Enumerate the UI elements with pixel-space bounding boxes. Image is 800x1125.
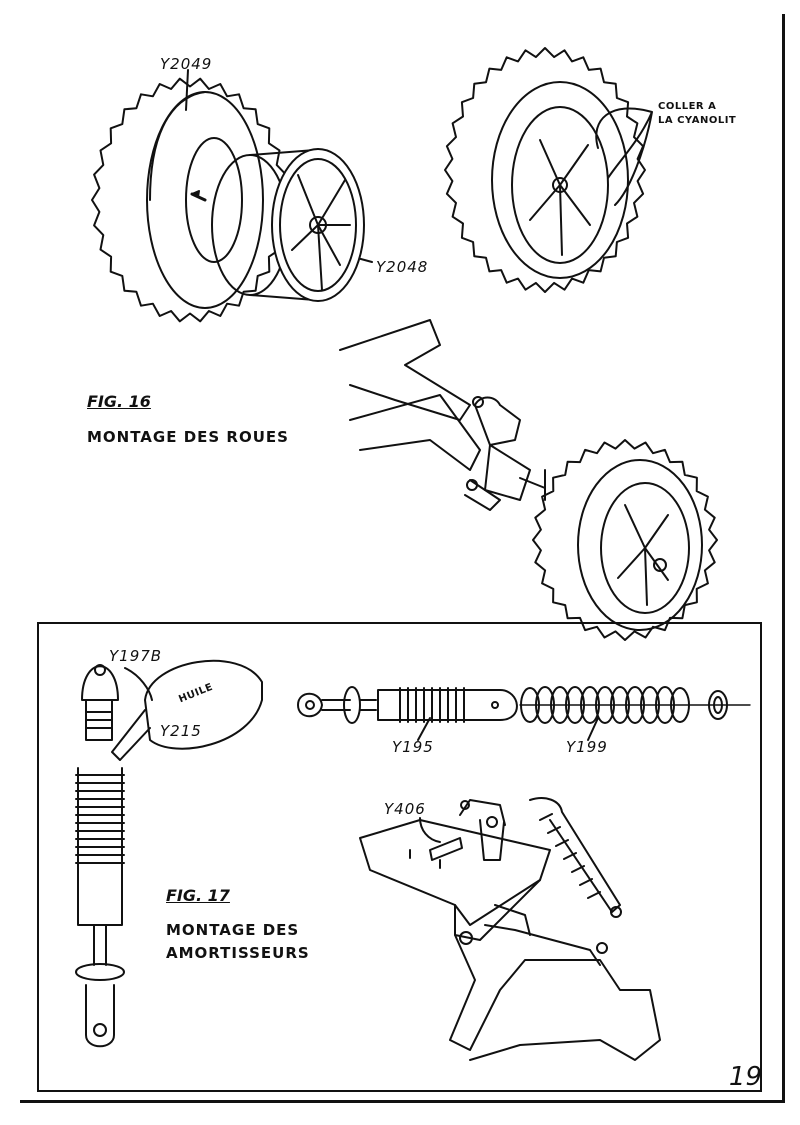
fig16-title: FIG. 16 (87, 392, 151, 411)
leader-y199 (587, 717, 599, 741)
leader-y197b (124, 667, 153, 701)
vertical-shock-illustration (75, 659, 263, 1048)
leader-y406 (419, 817, 441, 843)
rim-y2048-illustration (190, 148, 365, 302)
leader-y2049 (185, 69, 189, 111)
fig17-frame (37, 622, 762, 1092)
label-y199: Y199 (566, 738, 608, 756)
fig17-caption-line2: AMORTISSEURS (166, 944, 310, 962)
suspension-wheel-illustration (339, 319, 718, 641)
label-y215: Y215 (160, 722, 202, 740)
assembled-wheel-illustration (444, 47, 646, 293)
fig17-caption-line1: MONTAGE DES (166, 921, 300, 939)
horizontal-shock-illustration (297, 686, 751, 724)
tire-y2049-illustration (91, 77, 289, 323)
label-y406: Y406 (384, 800, 426, 818)
fig17-title: FIG. 17 (166, 886, 230, 905)
label-y2049: Y2049 (160, 55, 213, 73)
label-glue-line2: LA CYANOLIT (658, 115, 737, 126)
page-frame (20, 14, 785, 1103)
fig16-caption: MONTAGE DES ROUES (87, 428, 289, 446)
chassis-assembly-illustration (359, 797, 661, 1061)
leader-y195 (417, 717, 431, 741)
label-glue-line1: COLLER A (658, 101, 717, 112)
label-y197b: Y197B (109, 647, 163, 665)
label-y2048: Y2048 (376, 258, 429, 276)
label-y195: Y195 (392, 738, 434, 756)
page-number: 19 (728, 1062, 762, 1092)
glue-arrows (595, 107, 653, 206)
